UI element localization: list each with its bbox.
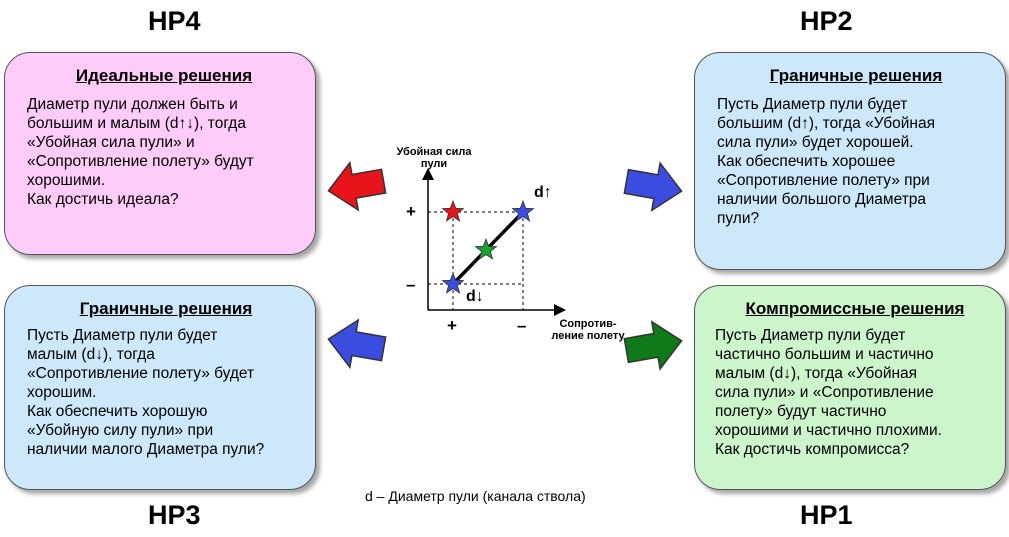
diagram-graph — [422, 168, 566, 316]
star-ideal-icon — [441, 199, 465, 222]
star-small-icon — [441, 271, 465, 294]
boundary-solutions-big-text: Пусть Диаметр пули будет большим (d↑), т… — [717, 96, 935, 227]
arrow-to-boundary-big-icon — [623, 161, 683, 212]
boundary-solutions-big-box: Граничные решения Пусть Диаметр пули буд… — [694, 52, 1006, 270]
arrow-to-boundary-small-shape — [327, 318, 387, 370]
compromise-solutions-box: Компромиссные решения Пусть Диаметр пули… — [694, 285, 1006, 490]
star-big-icon — [511, 199, 535, 222]
ideal-solutions-box: Идеальные решения Диаметр пули должен бы… — [4, 52, 316, 255]
heading-hp4: НР4 — [148, 6, 201, 36]
arrow-to-compromise-shape — [623, 320, 683, 371]
d-up-label: d↑ — [534, 184, 552, 201]
x-axis-label: Сопротив- ление полету — [551, 318, 625, 342]
arrow-to-boundary-big-shape — [623, 161, 683, 212]
x-plus-sign: + — [447, 316, 457, 335]
diameter-caption: d – Диаметр пули (канала ствола) — [365, 488, 586, 504]
boundary-solutions-big-title: Граничные решения — [769, 66, 943, 85]
compromise-solutions-title: Компромиссные решения — [745, 299, 965, 318]
arrow-to-ideal-shape — [327, 160, 387, 212]
star-middle-icon — [474, 237, 498, 260]
ideal-solutions-title: Идеальные решения — [75, 66, 253, 85]
boundary-solutions-small-title: Граничные решения — [79, 299, 253, 318]
arrow-to-compromise-icon — [623, 320, 683, 371]
boundary-solutions-small-text: Пусть Диаметр пули будет малым (d↓), тог… — [27, 327, 265, 458]
boundary-solutions-small-box: Граничные решения Пусть Диаметр пули буд… — [4, 285, 316, 490]
d-down-label: d↓ — [466, 288, 484, 305]
y-plus-sign: + — [406, 202, 416, 221]
heading-hp2: НР2 — [800, 6, 853, 36]
y-axis-label: Убойная сила пули — [396, 146, 472, 170]
x-minus-sign: – — [517, 316, 527, 335]
heading-hp1: НР1 — [800, 500, 853, 530]
compromise-solutions-text: Пусть Диаметр пули будет частично больши… — [715, 327, 942, 458]
y-minus-sign: – — [406, 275, 416, 294]
arrow-to-boundary-small-icon — [327, 318, 387, 370]
ideal-solutions-text: Диаметр пули должен быть и большим и мал… — [27, 96, 254, 208]
heading-hp3: НР3 — [148, 500, 201, 530]
arrow-to-ideal-icon — [327, 160, 387, 212]
